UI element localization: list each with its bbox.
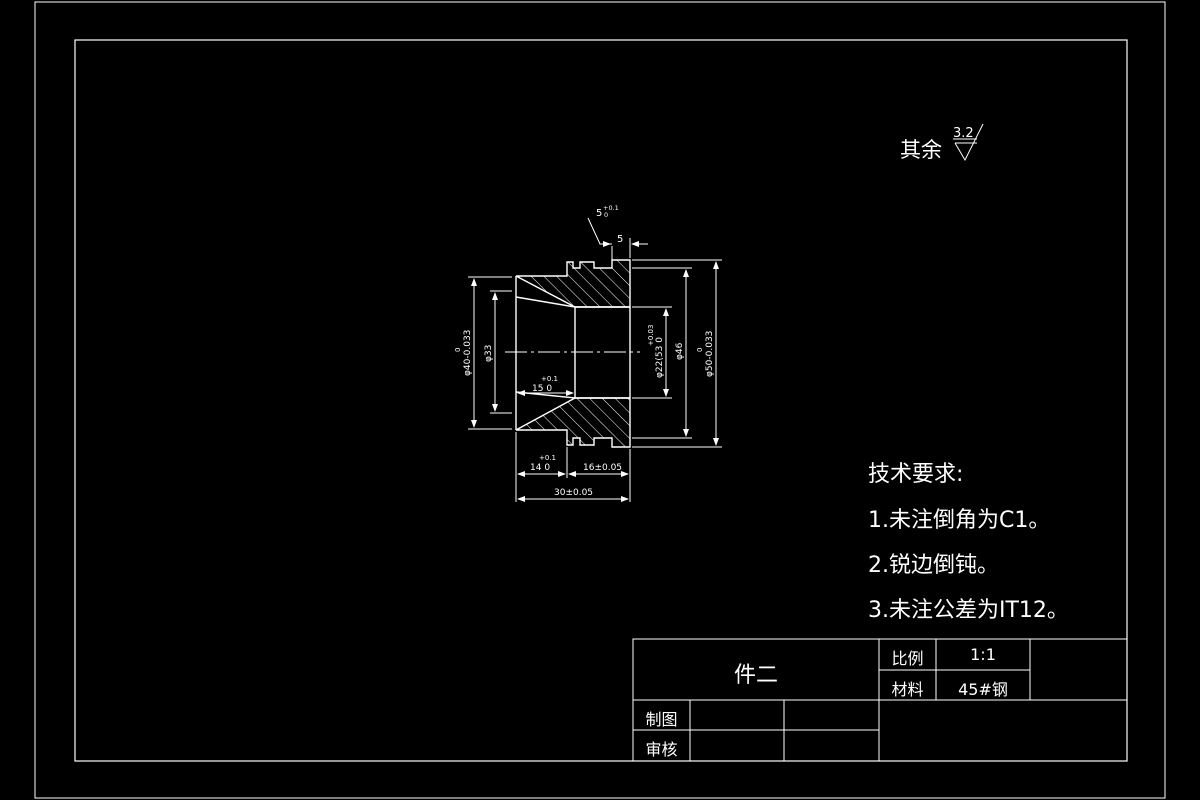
roughness-remark: 其余 [900,138,942,162]
section-hatch-bottom [515,397,631,448]
dim-groove-tol-lower: 0 [604,211,608,219]
dim-dia33: φ33 [484,345,494,362]
dim-len16: 16±0.05 [583,463,622,473]
dim-dia50: φ50-0.033 [705,331,715,377]
roughness-symbol-icon [953,123,984,162]
title-block [632,638,1128,762]
drawn-by-label: 制图 [645,710,678,729]
dim-len14-upper: +0.1 [539,454,556,462]
dimension-lines [468,217,722,502]
part-section-view [505,259,640,448]
dim-len15: 15 0 [532,384,552,394]
tech-requirement-item: 2.锐边倒钝。 [868,553,999,578]
dim-dia46: φ46 [675,342,685,360]
material-value: 45#钢 [958,680,1008,699]
section-hatch-top [515,259,631,308]
tech-requirement-item: 3.未注公差为IT12。 [868,598,1069,623]
dim-groove-tol-upper: +0.1 [603,204,619,212]
dim-len15-upper: +0.1 [541,375,558,383]
roughness-value: 3.2 [953,126,974,141]
dim-groove-pitch: 5 [617,234,623,245]
dim-groove-width: 5 [596,208,602,219]
dim-dia22: φ22(53 0 [655,337,665,378]
inner-frame [74,39,1128,762]
scale-label: 比例 [891,649,924,668]
checked-by-label: 审核 [645,740,678,759]
dim-dia40: φ40-0.033 [463,330,473,376]
dim-dia22-upper: +0.03 [647,325,655,346]
dim-dia50-upper: 0 [696,348,704,352]
scale-value: 1:1 [970,645,996,664]
dim-len14: 14 0 [530,463,550,473]
tech-requirements-title: 技术要求: [868,462,964,487]
outer-border [34,1,1166,799]
dim-len30: 30±0.05 [554,488,593,498]
part-name: 件二 [733,663,778,688]
dim-dia40-upper: 0 [454,348,462,352]
tech-requirement-item: 1.未注倒角为C1。 [868,508,1051,533]
material-label: 材料 [891,680,924,699]
